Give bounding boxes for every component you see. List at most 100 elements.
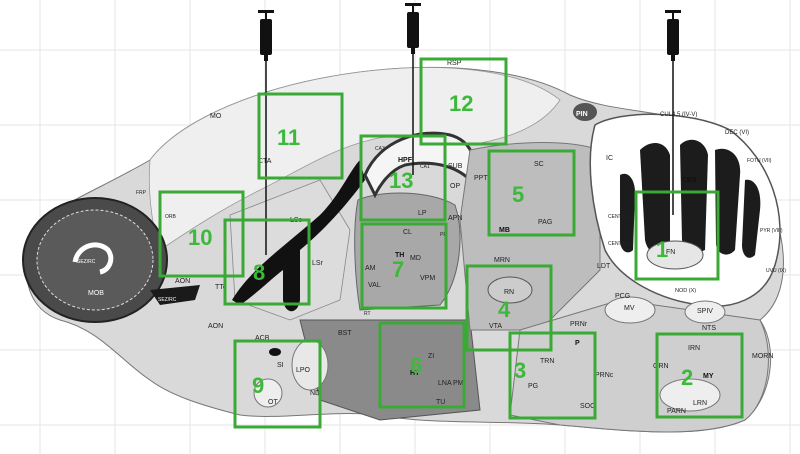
label-pcg: PCG xyxy=(615,293,630,300)
roi-label-12: 12 xyxy=(449,91,473,116)
label-vpm: VPM xyxy=(420,275,435,282)
roi-box-2 xyxy=(655,332,744,419)
label-lpo: LPO xyxy=(296,367,311,374)
roi-label-6: 6 xyxy=(410,353,422,378)
label-cta: CTA xyxy=(258,158,272,165)
label-th: TH xyxy=(395,252,404,259)
label-mb: MB xyxy=(499,227,510,234)
label-my: MY xyxy=(703,373,714,380)
label-pin: PIN xyxy=(576,111,588,118)
label-pag: PAG xyxy=(538,219,552,226)
label-ca1: CA1 xyxy=(420,164,430,170)
label-ca3: CA3 xyxy=(375,146,385,152)
roi-box-1 xyxy=(634,190,720,281)
label-mrn: MRN xyxy=(494,257,510,264)
label-hpf: HPF xyxy=(398,157,413,164)
label-morn: MORN xyxy=(752,353,773,360)
label-mo: MO xyxy=(210,113,222,120)
label-grn: GRN xyxy=(653,363,669,370)
label-ppt: PPT xyxy=(474,175,488,182)
syringe-icon xyxy=(405,3,421,175)
roi-label-5: 5 xyxy=(512,182,524,207)
roi-box-4 xyxy=(465,264,553,352)
roi-label-4: 4 xyxy=(498,297,511,322)
label-lp: LP xyxy=(418,210,427,217)
roi-label-13: 13 xyxy=(389,168,413,193)
label-pm: PM xyxy=(453,380,464,387)
label-parn: PARN xyxy=(667,408,686,415)
label-aon2: AON xyxy=(208,323,223,330)
label-prnr: PRNr xyxy=(570,321,588,328)
roi-label-10: 10 xyxy=(188,225,212,250)
label-cul: CUL4,5 (IV-V) xyxy=(660,112,697,118)
syringe-icon xyxy=(665,10,681,215)
label-cent: CENT3 (III) xyxy=(608,214,634,220)
label-soc: SOC xyxy=(580,403,595,410)
label-uvu: UVU (IX) xyxy=(766,268,786,274)
roi-label-11: 11 xyxy=(277,125,300,150)
roi-label-9: 9 xyxy=(252,373,264,398)
roi-box-11 xyxy=(257,92,344,180)
label-nod: NOD (X) xyxy=(675,288,696,294)
roi-box-13 xyxy=(359,134,447,222)
label-sub: SUB xyxy=(448,163,463,170)
label-ttc: TTc xyxy=(215,284,227,291)
label-spiv: SPIV xyxy=(697,308,713,315)
label-dec: DEC (VI) xyxy=(725,130,749,136)
label-op: OP xyxy=(450,183,460,190)
roi-box-9 xyxy=(233,339,322,429)
lateral-ventricle xyxy=(232,160,365,312)
label-trn: TRN xyxy=(540,358,554,365)
label-nts: NTS xyxy=(702,325,716,332)
label-irn: IRN xyxy=(688,345,700,352)
label-mob: MOB xyxy=(88,290,104,297)
label-apn: APN xyxy=(448,215,462,222)
label-aon: AON xyxy=(175,278,190,285)
label-sc: SC xyxy=(534,161,544,168)
roi-label-8: 8 xyxy=(253,260,265,285)
label-ic: IC xyxy=(606,155,613,162)
label-cent2: CENT2 (II) xyxy=(608,241,632,247)
label-hy: HY xyxy=(410,370,420,377)
label-zi: ZI xyxy=(428,353,434,360)
label-mv: MV xyxy=(624,305,635,312)
roi-boxes: 1 2 3 4 5 6 7 8 9 10 11 12 13 xyxy=(158,57,744,429)
label-nd: ND xyxy=(310,390,320,397)
label-cl: CL xyxy=(403,229,412,236)
roi-box-10 xyxy=(158,190,245,278)
thalamus-region xyxy=(354,192,461,311)
label-prnc: PRNc xyxy=(595,372,614,379)
label-acb: ACB xyxy=(255,335,270,342)
label-si: SI xyxy=(277,362,284,369)
label-pg: PG xyxy=(528,383,538,390)
label-sezrc2: SEZ/RC xyxy=(158,297,177,303)
label-bst: BST xyxy=(338,330,352,337)
label-fn: FN xyxy=(666,249,675,256)
roi-label-2: 2 xyxy=(681,365,693,390)
label-sezrc: SEZ/RC xyxy=(77,259,96,265)
label-md: MD xyxy=(410,255,421,262)
roi-label-7: 7 xyxy=(392,257,404,282)
label-obsr: ORB xyxy=(165,214,177,220)
label-p: P xyxy=(575,340,580,347)
label-rsp: RSP xyxy=(447,60,462,67)
label-val: VAL xyxy=(368,282,381,289)
cerebellar-folia xyxy=(620,139,761,258)
roi-box-6 xyxy=(378,321,466,409)
roi-box-12 xyxy=(419,57,508,146)
label-lsr: LSr xyxy=(312,260,324,267)
label-am: AM xyxy=(365,265,376,272)
roi-box-7 xyxy=(360,222,448,310)
roi-label-1: 1 xyxy=(656,237,668,262)
roi-label-3: 3 xyxy=(514,358,526,383)
label-tu: TU xyxy=(436,399,445,406)
label-cbx: CBX xyxy=(682,177,697,184)
label-pf: PF xyxy=(440,232,446,238)
label-pyr: PYR (VIII) xyxy=(760,228,783,234)
pineal-gland xyxy=(573,103,597,121)
label-ot: OT xyxy=(268,399,278,406)
roi-box-8 xyxy=(223,218,311,306)
label-frp: FRP xyxy=(136,190,147,196)
label-rt: RT xyxy=(364,311,371,317)
